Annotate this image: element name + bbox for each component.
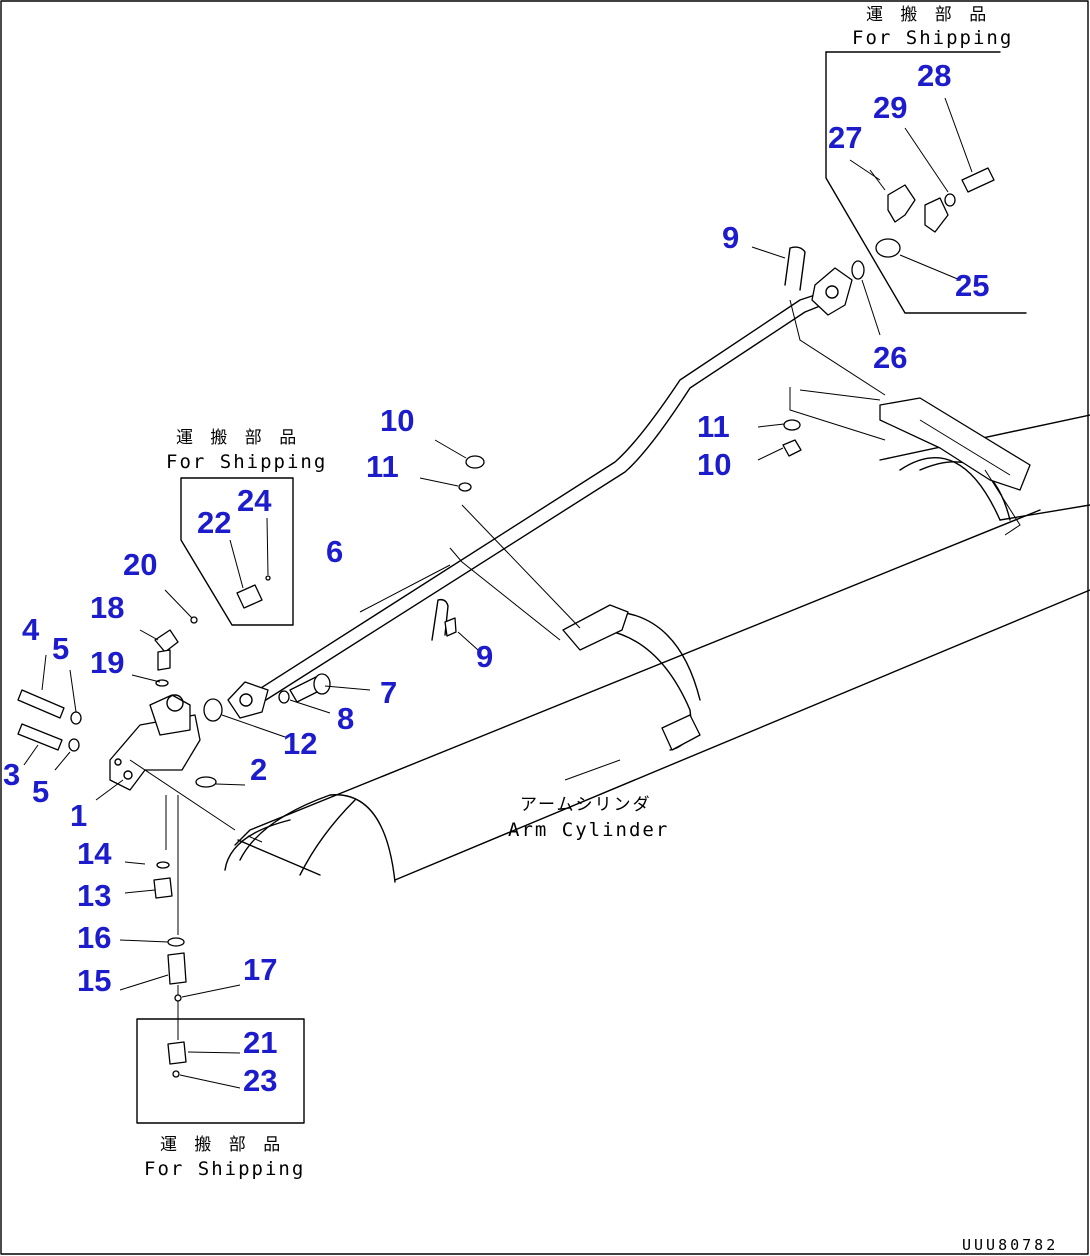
bolt-7-group (203, 673, 331, 722)
leader-lines (23, 97, 973, 1089)
arm-cylinder-jp: アームシリンダ (520, 795, 651, 815)
shipping-label-en: For Shipping (144, 1158, 305, 1180)
callout-23[interactable]: 23 (243, 1063, 277, 1098)
valve-body-1 (109, 694, 201, 791)
callout-2[interactable]: 2 (250, 752, 267, 787)
callout-21[interactable]: 21 (243, 1025, 277, 1060)
callout-17[interactable]: 17 (243, 952, 277, 987)
shipping-label-jp: 運 搬 部 品 (866, 5, 992, 25)
callout-28[interactable]: 28 (917, 58, 951, 93)
callout-5[interactable]: 5 (52, 631, 69, 666)
nuts-washers (458, 419, 802, 492)
callout-9[interactable]: 9 (722, 220, 739, 255)
pipe-6 (227, 267, 886, 719)
callout-10[interactable]: 10 (697, 447, 731, 482)
arm-cylinder-en: Arm Cylinder (508, 819, 669, 841)
callout-18[interactable]: 18 (90, 590, 124, 625)
shipping-label-en: For Shipping (852, 27, 1013, 49)
callout-14[interactable]: 14 (77, 836, 112, 871)
callout-16[interactable]: 16 (77, 920, 111, 955)
callout-12[interactable]: 12 (283, 726, 317, 761)
arm-cylinder (224, 414, 1090, 883)
shipping-boxes (136, 51, 1027, 1124)
callout-13[interactable]: 13 (77, 878, 111, 913)
arm-cylinder-label: アームシリンダ Arm Cylinder (508, 795, 669, 841)
shipping-label-bottom: 運 搬 部 品 For Shipping (144, 1135, 305, 1180)
cylinder-band-clamp (562, 604, 701, 751)
callout-15[interactable]: 15 (77, 963, 111, 998)
split-flange-parts (851, 167, 995, 280)
callout-9[interactable]: 9 (476, 639, 493, 674)
rear-bracket (789, 387, 1031, 536)
shipping-label-jp: 運 搬 部 品 (176, 428, 302, 448)
callout-4[interactable]: 4 (22, 612, 40, 647)
callout-1[interactable]: 1 (70, 798, 87, 833)
shipping-label-middle: 運 搬 部 品 For Shipping (166, 428, 327, 473)
callout-11[interactable]: 11 (697, 409, 730, 444)
part-callouts: 1 2 3 4 5 5 6 7 8 9 9 10 10 11 11 12 13 … (3, 58, 989, 1098)
shipping-label-en: For Shipping (166, 451, 327, 473)
u-bolt-9 (431, 246, 806, 641)
fittings (129, 575, 271, 1078)
callout-10[interactable]: 10 (380, 403, 414, 438)
callout-3[interactable]: 3 (3, 757, 20, 792)
callout-8[interactable]: 8 (337, 701, 354, 736)
callout-22[interactable]: 22 (197, 505, 231, 540)
callout-7[interactable]: 7 (380, 675, 397, 710)
callout-24[interactable]: 24 (237, 483, 272, 518)
mounting-bolts (17, 689, 82, 752)
callout-6[interactable]: 6 (326, 534, 343, 569)
callout-27[interactable]: 27 (828, 120, 862, 155)
shipping-label-top-right: 運 搬 部 品 For Shipping (852, 5, 1013, 49)
callout-19[interactable]: 19 (90, 645, 124, 680)
callout-29[interactable]: 29 (873, 90, 907, 125)
callout-20[interactable]: 20 (123, 547, 157, 582)
callout-11[interactable]: 11 (366, 449, 399, 484)
callout-25[interactable]: 25 (955, 268, 989, 303)
callout-5[interactable]: 5 (32, 774, 49, 809)
shipping-label-jp: 運 搬 部 品 (160, 1135, 286, 1155)
drawing-code: UUU80782 (962, 1236, 1058, 1254)
callout-26[interactable]: 26 (873, 340, 907, 375)
